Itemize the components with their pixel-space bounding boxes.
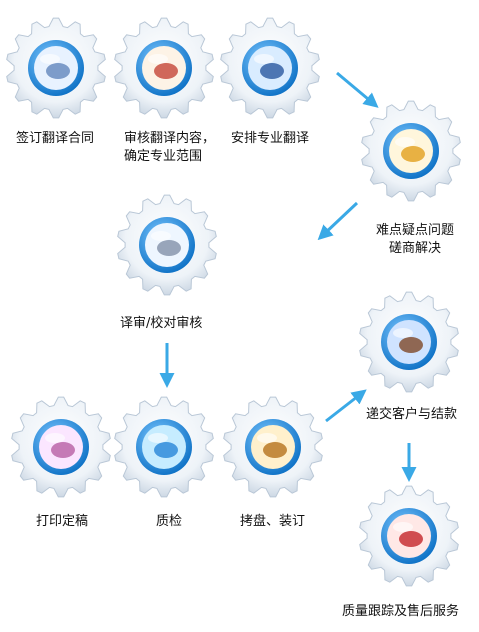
step-label-print: 打印定稿 (36, 514, 89, 529)
gear-burn (223, 396, 323, 498)
flower-motif (51, 442, 75, 458)
disc-highlight (151, 231, 171, 241)
disc-highlight (40, 54, 60, 64)
gear-print (11, 396, 111, 498)
step-label-sign: 签订翻译合同 (16, 131, 95, 146)
step-label-arrange: 安排专业翻译 (231, 131, 310, 146)
disc-highlight (393, 328, 413, 338)
disc-highlight (254, 54, 274, 64)
disc-highlight (148, 54, 168, 64)
step-label-burn: 拷盘、装订 (240, 514, 306, 529)
woman-at-desk-motif (157, 240, 181, 256)
disc-highlight (257, 433, 277, 443)
charts-documents-motif (401, 146, 425, 162)
step-label-review-line1: 审核翻译内容， (124, 131, 216, 146)
handshake-motif (399, 337, 423, 353)
step-label-qc: 质检 (156, 514, 183, 529)
step-label-review-line2: 确定专业范围 (124, 149, 203, 164)
disc-highlight (395, 137, 415, 147)
gear-aftersale (359, 485, 459, 587)
disc-and-pen-motif (263, 442, 287, 458)
step-label-difficulty-line1: 难点疑点问题 (376, 223, 455, 238)
gear-sign (6, 17, 106, 119)
step-label-difficulty-line2: 磋商解决 (389, 241, 442, 256)
hand-writing-motif (260, 63, 284, 79)
gear-deliver (359, 291, 459, 393)
step-label-review: 审核翻译内容， 确定专业范围 (124, 130, 215, 166)
step-label-proofread: 译审/校对审核 (120, 316, 203, 331)
gear-difficulty (361, 100, 461, 202)
pen-signing-contract-motif (46, 63, 70, 79)
arrow-arrange-to-difficulty (336, 71, 379, 108)
office-documents-magnifier-motif (154, 63, 178, 79)
step-label-deliver: 递交客户与结款 (366, 407, 458, 422)
step-label-aftersale: 质量跟踪及售后服务 (342, 604, 460, 619)
red-seal-stamp-motif (399, 531, 423, 547)
disc-highlight (393, 522, 413, 532)
arrow-burn-to-deliver (325, 389, 367, 423)
arrow-difficulty-to-proofread (317, 201, 359, 241)
gear-arrange (220, 17, 320, 119)
disc-highlight (45, 433, 65, 443)
water-drop-motif (154, 442, 178, 458)
gear-qc (114, 396, 214, 498)
gear-proofread (117, 194, 217, 296)
step-label-difficulty: 难点疑点问题 磋商解决 (376, 222, 454, 258)
disc-highlight (148, 433, 168, 443)
gear-review (114, 17, 214, 119)
